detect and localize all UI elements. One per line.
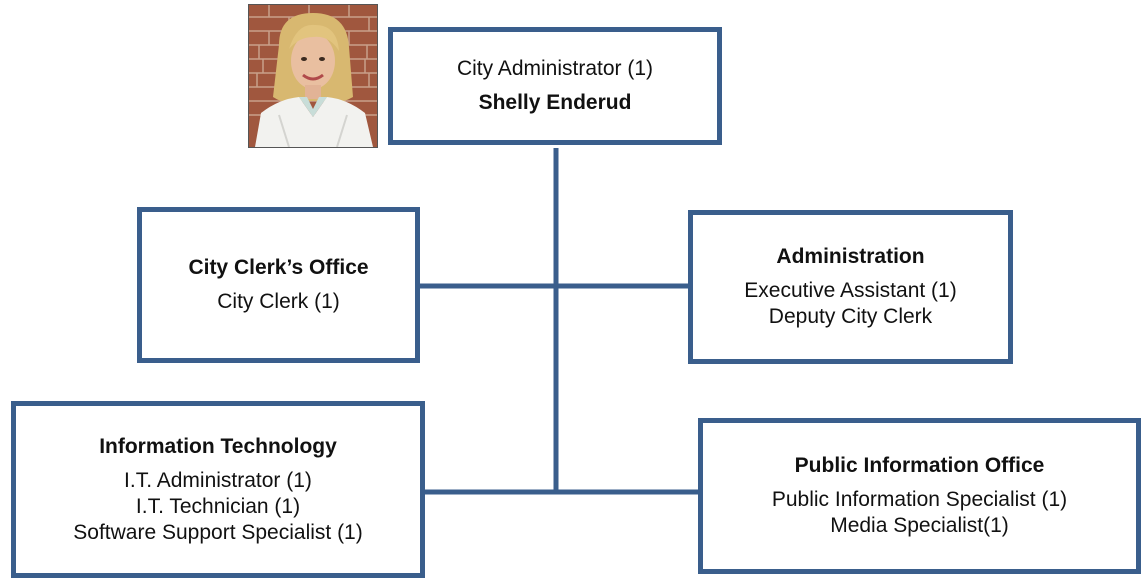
city-administrator-name: Shelly Enderud [478, 91, 632, 114]
administration-line-1: Executive Assistant (1) [744, 279, 957, 302]
public-information-office-line-2: Media Specialist(1) [830, 514, 1009, 537]
information-technology-heading: Information Technology [99, 434, 337, 458]
public-information-office-heading: Public Information Office [794, 454, 1045, 477]
administrator-photo [248, 4, 378, 148]
information-technology-line-1: I.T. Administrator (1) [124, 468, 312, 492]
information-technology-box: Information Technology I.T. Administrato… [11, 401, 425, 578]
public-information-office-box: Public Information Office Public Informa… [698, 418, 1141, 574]
portrait-image [249, 5, 377, 147]
city-clerks-office-line-1: City Clerk (1) [217, 290, 340, 313]
administration-box: Administration Executive Assistant (1) D… [688, 210, 1013, 364]
city-administrator-title: City Administrator (1) [456, 57, 654, 80]
information-technology-line-3: Software Support Specialist (1) [73, 520, 363, 544]
city-clerks-office-heading: City Clerk’s Office [188, 256, 369, 279]
administration-heading: Administration [776, 245, 925, 268]
administration-line-2: Deputy City Clerk [768, 305, 933, 328]
city-clerks-office-box: City Clerk’s Office City Clerk (1) [137, 207, 420, 363]
information-technology-line-2: I.T. Technician (1) [135, 494, 301, 518]
public-information-office-line-1: Public Information Specialist (1) [771, 488, 1068, 511]
city-administrator-box: City Administrator (1) Shelly Enderud [388, 27, 722, 145]
